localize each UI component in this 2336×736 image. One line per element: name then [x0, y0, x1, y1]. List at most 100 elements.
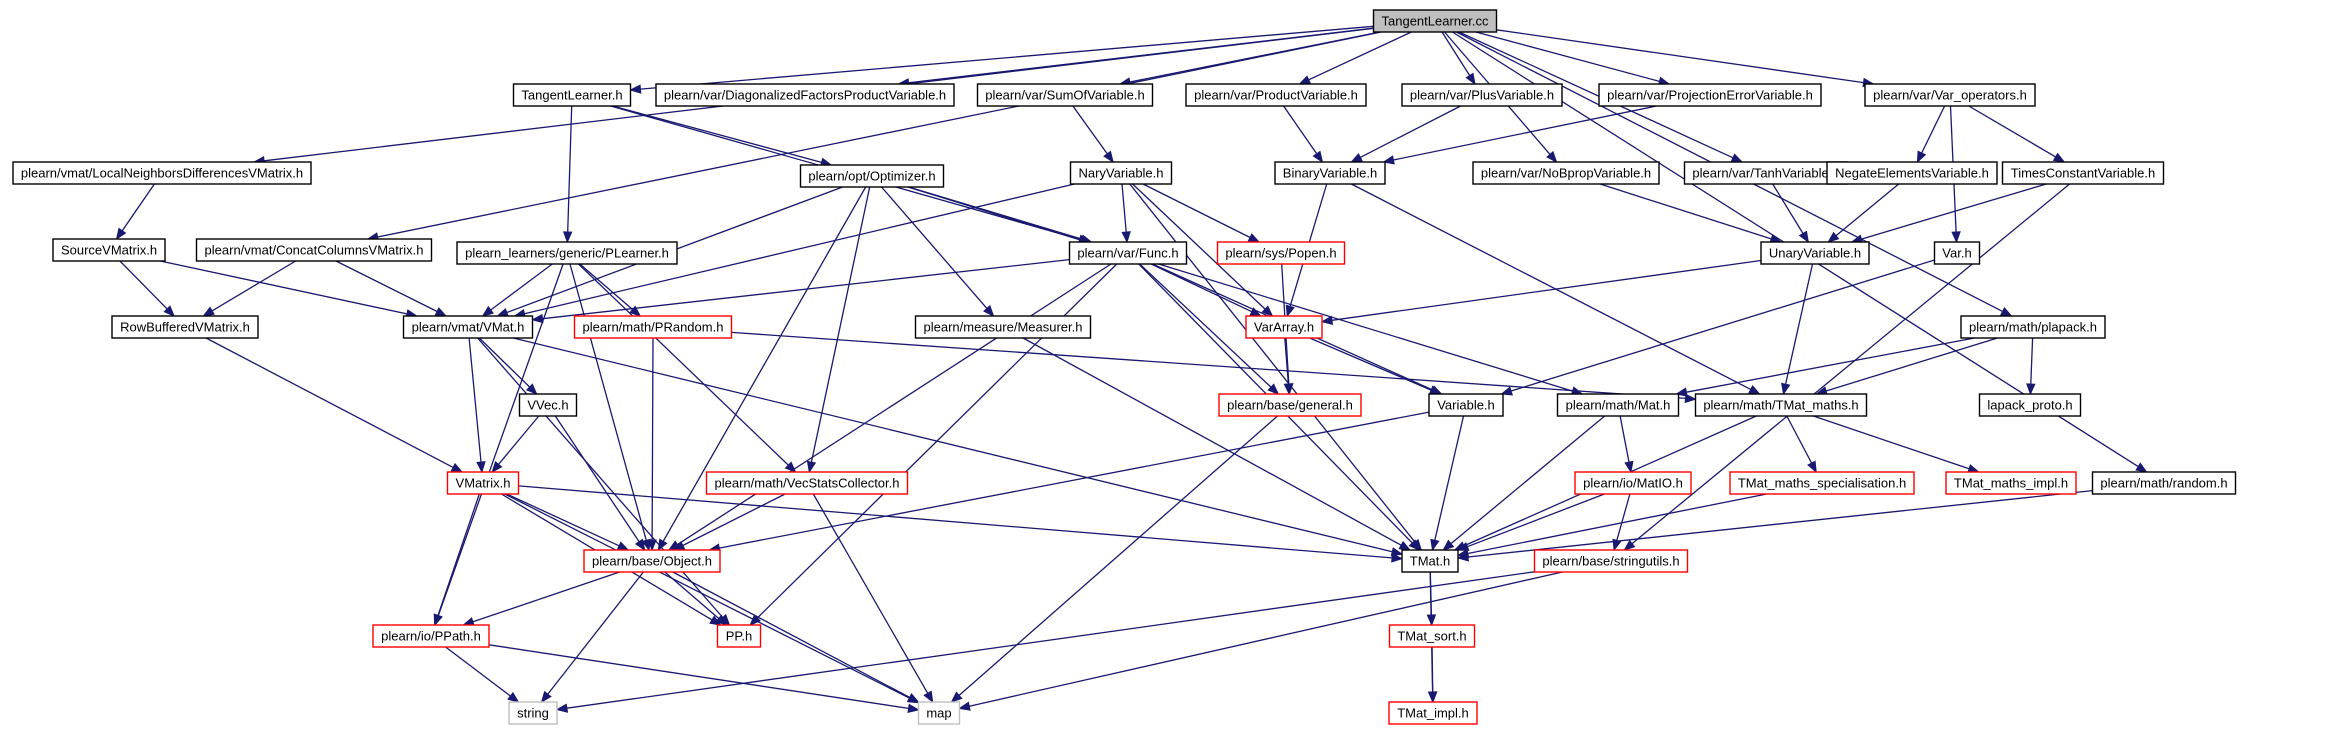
- edge-general-to-map: [950, 415, 1278, 703]
- node-optim[interactable]: plearn/opt/Optimizer.h: [799, 164, 945, 188]
- node-projerr[interactable]: plearn/var/ProjectionErrorVariable.h: [1598, 83, 1822, 107]
- edge-variable-to-tmat: [1430, 415, 1465, 552]
- node-box: [1245, 315, 1323, 339]
- node-nobprop[interactable]: plearn/var/NoBpropVariable.h: [1472, 161, 1660, 185]
- edge-timesc-to-stringutils: [1623, 183, 2071, 551]
- node-vararray[interactable]: VarArray.h: [1245, 315, 1323, 339]
- node-box: [1388, 701, 1478, 725]
- node-rbvm[interactable]: RowBufferedVMatrix.h: [111, 315, 259, 339]
- edge-root-to-tlh: [629, 25, 1374, 94]
- node-random[interactable]: plearn/math/random.h: [2091, 471, 2237, 495]
- node-label: plearn/var/DiagonalizedFactorsProductVar…: [664, 88, 946, 103]
- edge-timesc-to-unaryv: [1850, 183, 2047, 244]
- node-tmat[interactable]: TMat.h: [1401, 549, 1459, 573]
- node-lndvm[interactable]: plearn/vmat/LocalNeighborsDifferencesVMa…: [12, 161, 312, 185]
- node-label: plearn/var/ProductVariable.h: [1194, 88, 1358, 103]
- node-plapack[interactable]: plearn/math/plapack.h: [1960, 315, 2106, 339]
- edge-object-to-string: [540, 571, 644, 704]
- node-label: VMatrix.h: [456, 476, 511, 491]
- node-tlh[interactable]: TangentLearner.h: [512, 83, 632, 107]
- edge-random-to-tmat: [1456, 489, 2093, 562]
- node-box: [1216, 241, 1346, 265]
- node-label: plearn/math/VecStatsCollector.h: [715, 476, 900, 491]
- node-vmat[interactable]: plearn/vmat/VMat.h: [402, 315, 534, 339]
- node-vecstats[interactable]: plearn/math/VecStatsCollector.h: [705, 471, 909, 495]
- node-naryv[interactable]: NaryVariable.h: [1069, 161, 1173, 185]
- edge-vvec-to-vmatrix: [491, 415, 540, 474]
- node-measurer[interactable]: plearn/measure/Measurer.h: [914, 315, 1092, 339]
- node-root[interactable]: TangentLearner.cc: [1372, 9, 1498, 33]
- node-varops[interactable]: plearn/var/Var_operators.h: [1864, 83, 2036, 107]
- node-variable[interactable]: Variable.h: [1428, 393, 1504, 417]
- edge-tmspec-to-tmat: [1456, 493, 1767, 559]
- node-box: [111, 315, 259, 339]
- node-math[interactable]: plearn/math/Mat.h: [1556, 393, 1680, 417]
- node-prandom[interactable]: plearn/math/PRandom.h: [573, 315, 733, 339]
- node-box: [1826, 161, 1998, 185]
- node-popen[interactable]: plearn/sys/Popen.h: [1216, 241, 1346, 265]
- node-plearner[interactable]: plearn_learners/generic/PLearner.h: [456, 241, 678, 265]
- node-box: [583, 549, 721, 573]
- node-label: plearn/var/Var_operators.h: [1873, 88, 2027, 103]
- node-label: plearn/math/TMat_maths.h: [1703, 398, 1858, 413]
- edge-nobprop-to-unaryv: [1600, 183, 1783, 244]
- node-box: [456, 241, 678, 265]
- edge-srcvm-to-rbvm: [119, 260, 176, 317]
- node-lapack[interactable]: lapack_proto.h: [1978, 393, 2082, 417]
- node-box: [1960, 315, 2106, 339]
- edge-ccvm-to-rbvm: [202, 260, 296, 317]
- edge-tlh-to-plearner: [562, 105, 573, 244]
- edge-naryv-to-vararray: [1132, 183, 1274, 317]
- edge-plearner-to-vmat: [481, 263, 553, 317]
- node-func[interactable]: plearn/var/Func.h: [1068, 241, 1188, 265]
- node-tmimpl[interactable]: TMat_maths_impl.h: [1945, 471, 2077, 495]
- node-tmatmaths[interactable]: plearn/math/TMat_maths.h: [1694, 393, 1868, 417]
- node-prodv[interactable]: plearn/var/ProductVariable.h: [1185, 83, 1367, 107]
- edge-func-to-general: [1139, 263, 1280, 395]
- node-box: [1574, 471, 1692, 495]
- edge-optim-to-object: [657, 186, 867, 552]
- node-box: [512, 83, 632, 107]
- node-box: [372, 624, 490, 648]
- node-matio[interactable]: plearn/io/MatIO.h: [1574, 471, 1692, 495]
- node-box: [1185, 83, 1367, 107]
- edge-root-to-ccvm: [366, 31, 1382, 242]
- node-label: plearn/vmat/VMat.h: [412, 320, 525, 335]
- edge-func-to-vmat: [531, 258, 1070, 324]
- node-ccvm[interactable]: plearn/vmat/ConcatColumnsVMatrix.h: [195, 238, 433, 262]
- node-label: plearn/base/stringutils.h: [1542, 554, 1679, 569]
- edge-vmatrix-to-ppath: [433, 493, 480, 627]
- node-sumofv[interactable]: plearn/var/SumOfVariable.h: [976, 83, 1154, 107]
- node-general[interactable]: plearn/base/general.h: [1218, 393, 1362, 417]
- edge-vvec-to-object: [554, 415, 646, 552]
- edge-plearner-to-object: [569, 263, 651, 552]
- node-dfpv[interactable]: plearn/var/DiagonalizedFactorsProductVar…: [655, 83, 955, 107]
- node-label: VVec.h: [527, 398, 568, 413]
- node-negel[interactable]: NegateElementsVariable.h: [1826, 161, 1998, 185]
- node-vmatrix[interactable]: VMatrix.h: [446, 471, 520, 495]
- node-box: [655, 83, 955, 107]
- node-plusv[interactable]: plearn/var/PlusVariable.h: [1401, 83, 1563, 107]
- node-srcvm[interactable]: SourceVMatrix.h: [52, 238, 166, 262]
- node-vvec[interactable]: VVec.h: [518, 393, 578, 417]
- node-label: plearn_learners/generic/PLearner.h: [465, 246, 669, 261]
- node-box: [52, 238, 166, 262]
- edge-plapack-to-tmatmaths: [1815, 337, 1998, 396]
- node-unaryv[interactable]: UnaryVariable.h: [1760, 241, 1870, 265]
- node-label: TMat_sort.h: [1397, 629, 1466, 644]
- node-pp[interactable]: PP.h: [716, 624, 762, 648]
- edge-projerr-to-binv: [1382, 105, 1657, 165]
- node-ppath[interactable]: plearn/io/PPath.h: [372, 624, 490, 648]
- node-timesc[interactable]: TimesConstantVariable.h: [2001, 161, 2165, 185]
- node-tmspec[interactable]: TMat_maths_specialisation.h: [1729, 471, 1915, 495]
- node-object[interactable]: plearn/base/Object.h: [583, 549, 721, 573]
- edge-math-to-tmat: [1442, 415, 1606, 551]
- node-label: plearn/base/Object.h: [592, 554, 712, 569]
- node-stringutils[interactable]: plearn/base/stringutils.h: [1533, 549, 1689, 573]
- node-tanhv[interactable]: plearn/var/TanhVariable.h: [1683, 161, 1849, 185]
- node-tmatimpl[interactable]: TMat_impl.h: [1388, 701, 1478, 725]
- node-box: [573, 315, 733, 339]
- node-tmatsort[interactable]: TMat_sort.h: [1388, 624, 1476, 648]
- node-varh[interactable]: Var.h: [1933, 241, 1981, 265]
- node-binv[interactable]: BinaryVariable.h: [1274, 161, 1386, 185]
